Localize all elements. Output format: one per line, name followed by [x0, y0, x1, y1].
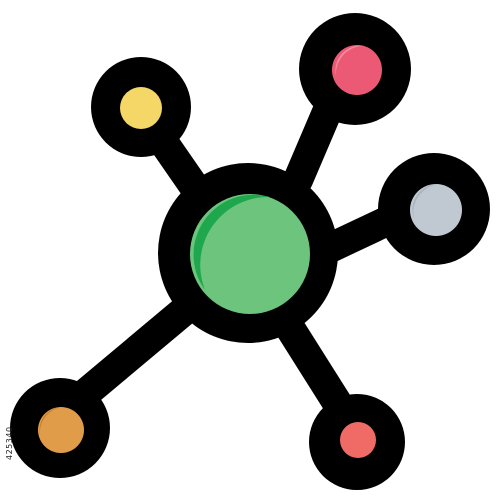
hub-fill: [190, 194, 310, 314]
hub-node: [158, 163, 338, 343]
top-right-node: [299, 13, 411, 125]
bottom-left-node: [10, 378, 110, 478]
connector-bottom-right: [275, 313, 358, 427]
top-left-node: [91, 57, 191, 157]
connector-bottom-left: [65, 295, 200, 413]
connector-top-right: [283, 90, 345, 195]
right-node: [378, 153, 490, 265]
bottom-right-node: [309, 394, 405, 490]
side-id-text: 425340: [5, 426, 14, 460]
hub-shade: [193, 194, 270, 290]
